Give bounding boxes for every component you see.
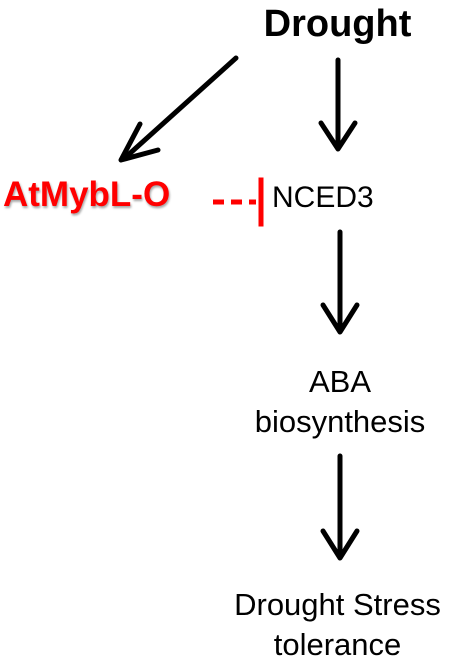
edge-aba-to-tolerance [320,453,360,561]
node-aba-line-2: biosynthesis [254,404,426,439]
node-drought: Drought [263,3,412,45]
node-aba-line-1: ABA [308,364,372,399]
arrow-shaft [124,55,239,159]
node-atmybl-o: AtMybL-O [3,175,171,214]
edge-drought-to-nced3 [318,57,358,152]
arrow-head [318,120,358,152]
node-drought-stress-tolerance: Drought Stress tolerance [200,585,473,665]
arrow-head [320,302,360,335]
node-tolerance-line-2: tolerance [273,627,402,662]
arrow-head [118,121,161,163]
arrow-head [320,528,360,561]
edge-atmybl-inhibits-nced3 [213,177,264,227]
node-tolerance-line-1: Drought Stress [234,587,441,622]
edge-drought-to-atmybl [118,55,239,163]
node-aba-biosynthesis: ABA biosynthesis [220,362,460,442]
node-nced3: NCED3 [272,181,374,214]
edge-nced3-to-aba [320,229,360,335]
